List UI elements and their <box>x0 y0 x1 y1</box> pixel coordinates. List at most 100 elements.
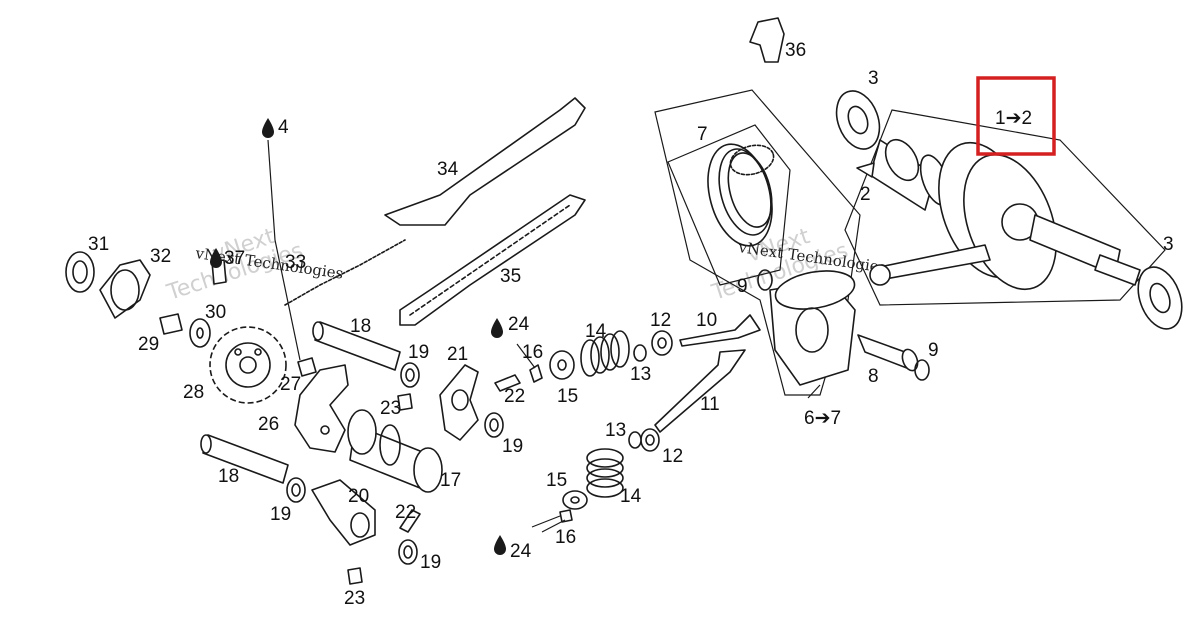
callout-9-right: 9 <box>928 340 939 361</box>
callout-22-top: 22 <box>504 386 525 407</box>
camshaft-holder <box>99 259 151 319</box>
chain-guide <box>399 194 586 326</box>
adjuster-screw-upper <box>494 374 521 392</box>
timing-chain <box>284 239 406 306</box>
valve-seal-upper <box>633 344 647 362</box>
callout-17: 17 <box>440 470 461 491</box>
callout-19-a: 19 <box>408 342 429 363</box>
oil-drop-icon <box>494 535 506 555</box>
washer-19c <box>484 412 504 438</box>
callout-3-top: 3 <box>868 68 879 89</box>
callout-27: 27 <box>280 374 301 395</box>
callout-10: 10 <box>696 310 717 331</box>
bearing-shell <box>749 17 785 63</box>
callout-21: 21 <box>447 344 468 365</box>
rocker-plate <box>294 364 349 453</box>
thrust-washer-bottom <box>1137 266 1183 330</box>
washer-19a <box>400 362 420 388</box>
oil-drop-icon <box>262 118 274 138</box>
spring-seat-upper <box>651 330 673 356</box>
piston-rings <box>707 143 775 247</box>
callout-26: 26 <box>258 414 279 435</box>
callout-18-top: 18 <box>350 316 371 337</box>
oil-seal <box>65 251 95 293</box>
callout-6-7: 6➔7 <box>804 408 841 429</box>
callout-20: 20 <box>348 486 369 507</box>
valve-seal-lower <box>628 431 642 449</box>
washer-30 <box>189 318 211 348</box>
callout-15-bottom: 15 <box>546 470 567 491</box>
highlight-box <box>976 76 1056 156</box>
callout-8: 8 <box>868 366 879 387</box>
callout-31: 31 <box>88 234 109 255</box>
spring-retainer-lower <box>562 490 588 510</box>
callout-23-top: 23 <box>380 398 401 419</box>
callout-34: 34 <box>437 159 459 180</box>
callout-11: 11 <box>700 394 720 415</box>
valve-keeper-upper <box>529 364 543 383</box>
washer-19d <box>398 539 418 565</box>
callout-14-top: 14 <box>585 321 607 342</box>
rocker-shaft-lower <box>202 434 289 484</box>
chain-tensioner-blade <box>384 97 586 226</box>
callout-9-top: 9 <box>737 276 748 297</box>
exhaust-valve <box>654 349 746 433</box>
callout-13-top: 13 <box>630 364 651 385</box>
spring-seat-lower <box>640 428 660 452</box>
crankshaft-group-outline <box>844 109 1166 306</box>
crankshaft <box>869 138 1141 291</box>
washer-19b <box>286 477 306 503</box>
circlip-top <box>757 269 773 291</box>
circlip-right <box>914 359 930 381</box>
valve-spring-upper <box>580 330 630 377</box>
thrust-washer-top <box>835 90 881 150</box>
intake-valve <box>679 314 761 347</box>
callout-36: 36 <box>785 40 806 61</box>
callout-14-bottom: 14 <box>620 486 642 507</box>
callout-33: 33 <box>285 252 306 273</box>
callout-3-right: 3 <box>1163 234 1174 255</box>
callout-12-top: 12 <box>650 310 671 331</box>
callout-35: 35 <box>500 266 521 287</box>
bolt-29 <box>159 313 183 335</box>
callout-22-bottom: 22 <box>395 502 416 523</box>
adjuster-screw-lower <box>399 509 421 533</box>
callout-2: 2 <box>860 184 871 205</box>
piston <box>769 270 856 386</box>
callout-19-c: 19 <box>270 504 291 525</box>
callout-13-bottom: 13 <box>605 420 626 441</box>
woodruff-key <box>856 162 875 178</box>
callout-12-bottom: 12 <box>662 446 683 467</box>
callout-16-bottom: 16 <box>555 527 576 548</box>
valve-spring-lower <box>586 448 624 498</box>
lock-nut-lower <box>347 567 363 585</box>
callout-23-bottom: 23 <box>344 588 365 609</box>
callout-24-bottom: 24 <box>510 541 532 562</box>
oil-drop-icon <box>210 248 222 268</box>
spring-retainer-upper <box>549 350 575 380</box>
rocker-arm-lower <box>311 479 376 546</box>
callout-28: 28 <box>183 382 204 403</box>
piston-group-outline <box>654 89 861 396</box>
oil-pipe <box>267 139 301 361</box>
callout-37: 37 <box>224 248 245 269</box>
callout-30: 30 <box>205 302 226 323</box>
rocker-arm-upper <box>439 364 479 441</box>
callout-24-top: 24 <box>508 314 530 335</box>
bolt-27 <box>297 357 317 377</box>
valve-keeper-lower <box>559 509 573 523</box>
callout-19-b: 19 <box>502 436 523 457</box>
cam-sprocket <box>209 326 287 404</box>
callout-7: 7 <box>697 124 708 145</box>
callout-19-d: 19 <box>420 552 441 573</box>
camshaft <box>347 409 443 493</box>
callout-16-top: 16 <box>522 342 543 363</box>
callout-15-top: 15 <box>557 386 578 407</box>
callout-32: 32 <box>150 246 171 267</box>
callout-1-2: 1➔2 <box>995 108 1032 129</box>
lock-nut-upper <box>397 393 413 411</box>
watermark-left: vNext Technologies vNext Technologies <box>163 224 344 306</box>
oil-drop-icon <box>491 318 503 338</box>
callout-4: 4 <box>278 117 289 138</box>
